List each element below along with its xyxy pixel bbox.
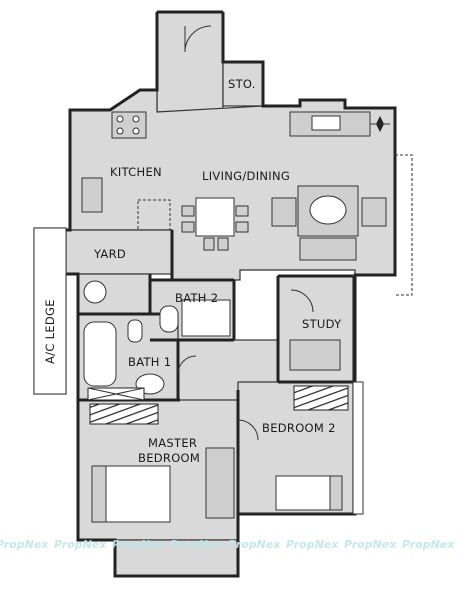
- watermark-text-5: PropNex: [228, 538, 281, 551]
- label-store: STO.: [228, 77, 256, 91]
- label-master-bedroom-line2: BEDROOM: [138, 451, 200, 465]
- watermark-text-6: PropNex: [286, 538, 339, 551]
- beds: [91, 339, 343, 523]
- bath2-fixtures: [159, 299, 231, 337]
- watermark-text-8: PropNex: [402, 538, 455, 551]
- doors: [177, 25, 314, 441]
- watermark-text-7: PropNex: [344, 538, 397, 551]
- label-master-bedroom-line1: MASTER: [148, 436, 197, 450]
- label-yard: YARD: [93, 247, 126, 261]
- compass-icon: [370, 116, 390, 132]
- dining-table: [181, 197, 249, 251]
- label-kitchen: KITCHEN: [110, 165, 162, 179]
- watermark-text-3: PropNex: [112, 538, 165, 551]
- label-bath1: BATH 1: [128, 355, 171, 369]
- label-study: STUDY: [302, 317, 342, 331]
- label-living-dining: LIVING/DINING: [202, 169, 290, 183]
- living-furniture: [271, 111, 387, 261]
- watermark-text-4: PropNex: [170, 538, 223, 551]
- balcony-outline: [33, 154, 413, 515]
- label-bath2: BATH 2: [175, 291, 218, 305]
- room-labels: STO. KITCHEN LIVING/DINING YARD BATH 2 B…: [43, 77, 342, 465]
- watermark-text-1: PropNex: [0, 538, 49, 551]
- label-ac-ledge: A/C LEDGE: [43, 299, 57, 364]
- kitchen-fixtures: [81, 111, 171, 231]
- watermark-text-2: PropNex: [54, 538, 107, 551]
- label-bedroom2: BEDROOM 2: [262, 421, 336, 435]
- wardrobes: [87, 385, 349, 425]
- watermark: PropNex PropNex PropNex PropNex PropNex …: [0, 538, 455, 551]
